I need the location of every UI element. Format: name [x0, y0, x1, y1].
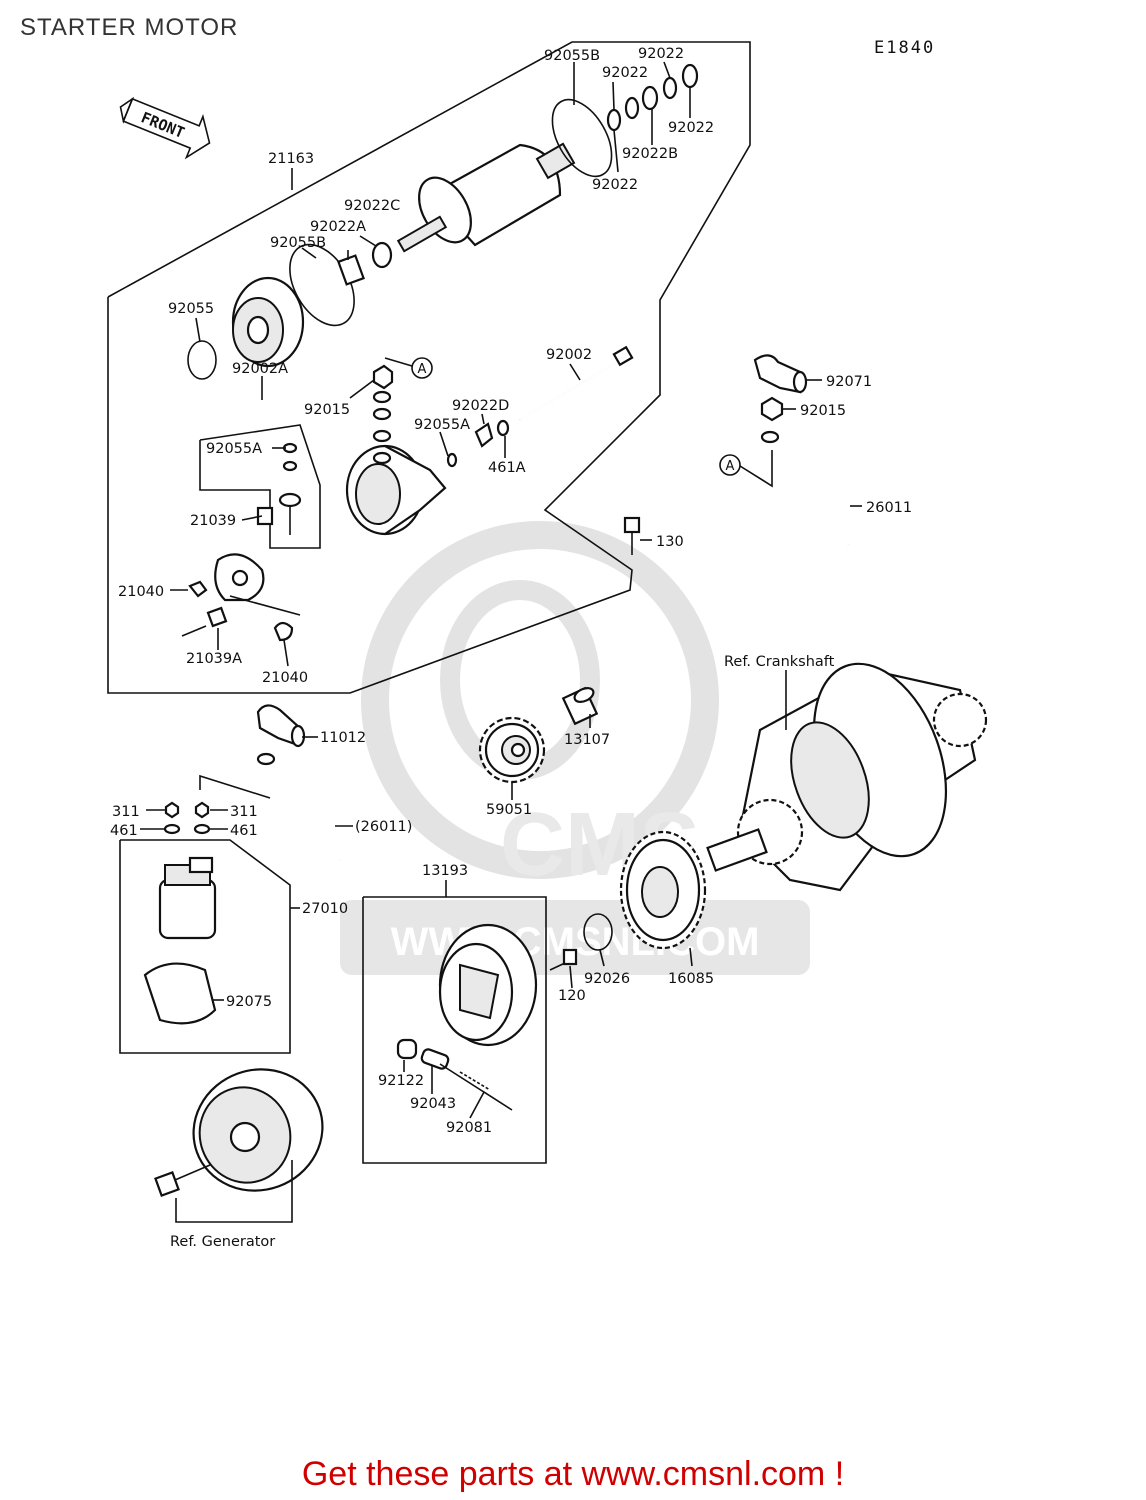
brush-leader [229, 595, 301, 616]
label-92055a-mid: 92055A [414, 417, 470, 433]
relay-outline [119, 839, 291, 1054]
label-92022d: 92022D [452, 398, 509, 414]
label-130: 130 [656, 534, 684, 550]
brush-plate-21040 [214, 553, 265, 602]
bolt-130 [623, 516, 641, 555]
label-92002: 92002 [546, 347, 592, 363]
relay-27010 [158, 856, 217, 940]
bolt-120 [549, 948, 578, 971]
terminal-92022d [474, 422, 494, 448]
label-21163: 21163 [268, 151, 314, 167]
callout-a-label: A [418, 362, 427, 377]
label-ref-generator: Ref. Generator [170, 1234, 275, 1250]
label-27010: 27010 [302, 901, 348, 917]
clutch-outline [362, 896, 547, 1164]
label-21039a: 21039A [186, 651, 242, 667]
label-92026: 92026 [584, 971, 630, 987]
callout-a-right: A [719, 450, 773, 488]
o-ring-92055 [187, 340, 217, 380]
label-21040-left: 21040 [118, 584, 164, 600]
spring-21040 [273, 621, 294, 642]
cap-92043 [420, 1048, 450, 1070]
bolt-21040-left [188, 580, 208, 598]
crankshaft [706, 662, 988, 892]
label-92071: 92071 [826, 374, 872, 390]
label-311-left: 311 [112, 804, 140, 820]
label-92081: 92081 [446, 1120, 492, 1136]
label-13107: 13107 [564, 732, 610, 748]
label-92022-c: 92022 [668, 120, 714, 136]
boot-11012 [256, 704, 306, 748]
label-21040-bottom: 21040 [262, 670, 308, 686]
terminal-bolt-group [199, 424, 321, 549]
front-arrow-icon: FRONT [119, 96, 211, 160]
through-bolt-92002 [519, 345, 634, 421]
watermark-logo: WWW.CMSNL.COM CMS [340, 521, 810, 975]
label-92015-left: 92015 [304, 402, 350, 418]
washer-92022c [371, 241, 393, 269]
label-11012: 11012 [320, 730, 366, 746]
front-cover-92002a [231, 276, 305, 368]
label-92022a: 92022A [310, 219, 366, 235]
brush-21039a [206, 606, 228, 628]
cable-26011-lower [267, 759, 341, 861]
label-92055: 92055 [168, 301, 214, 317]
generator-rotor [154, 1068, 324, 1197]
label-92022-d: 92022 [592, 177, 638, 193]
label-461-right: 461 [230, 823, 258, 839]
shim-92022a [337, 254, 365, 286]
label-461-left: 461 [110, 823, 138, 839]
label-92055a-left: 92055A [206, 441, 262, 457]
starter-motor-body [396, 142, 576, 253]
label-311-right: 311 [230, 804, 258, 820]
label-26011: 26011 [866, 500, 912, 516]
label-13193: 13193 [422, 863, 468, 879]
leader-lines [140, 61, 862, 1119]
label-92043: 92043 [410, 1096, 456, 1112]
label-461a: 461A [488, 460, 526, 476]
callout-a-top: A [384, 357, 433, 379]
relay-cover-92075 [143, 962, 217, 1025]
generator-leader [175, 1160, 293, 1223]
label-92055b-top: 92055B [544, 48, 600, 64]
label-59051: 59051 [486, 802, 532, 818]
starter-clutch-13193 [438, 923, 538, 1047]
label-92075: 92075 [226, 994, 272, 1010]
starter-gear-16085 [619, 830, 707, 950]
washer-92026 [583, 913, 613, 951]
callout-a-label-2: A [726, 459, 735, 474]
boot-92071 [753, 354, 808, 394]
label-92022-b: 92022 [602, 65, 648, 81]
o-ring-92055a-mid [446, 452, 458, 468]
nut-stack-92015 [372, 364, 394, 465]
label-16085: 16085 [668, 971, 714, 987]
nut-92015-right [760, 396, 784, 422]
label-120: 120 [558, 988, 586, 1004]
rear-cover [345, 444, 447, 536]
label-92022b: 92022B [622, 146, 678, 162]
idler-gear-59051 [478, 716, 546, 784]
label-92002a: 92002A [232, 361, 288, 377]
spring-92081 [459, 1071, 491, 1091]
washer-stack-92022 [606, 63, 699, 132]
label-92015-right: 92015 [800, 403, 846, 419]
collar-13107 [561, 686, 599, 726]
label-92022-a: 92022 [638, 46, 684, 62]
label-21039: 21039 [190, 513, 236, 529]
roller-92122 [396, 1038, 418, 1060]
page-title: STARTER MOTOR [20, 14, 239, 41]
o-ring-92055b-top [551, 98, 613, 178]
starter-assembly-outline [107, 41, 751, 694]
diagram-id: E1840 [874, 38, 936, 58]
label-92055b-mid: 92055B [270, 235, 326, 251]
promo-link[interactable]: Get these parts at www.cmsnl.com ! [301, 1455, 845, 1493]
nut-washer-set [163, 774, 271, 835]
label-92122: 92122 [378, 1073, 424, 1089]
brush-screw [181, 625, 207, 637]
label-92022c: 92022C [344, 198, 400, 214]
nut-461a [496, 419, 510, 437]
label-ref-crankshaft: Ref. Crankshaft [724, 654, 835, 670]
label-26011-paren: (26011) [355, 819, 412, 835]
